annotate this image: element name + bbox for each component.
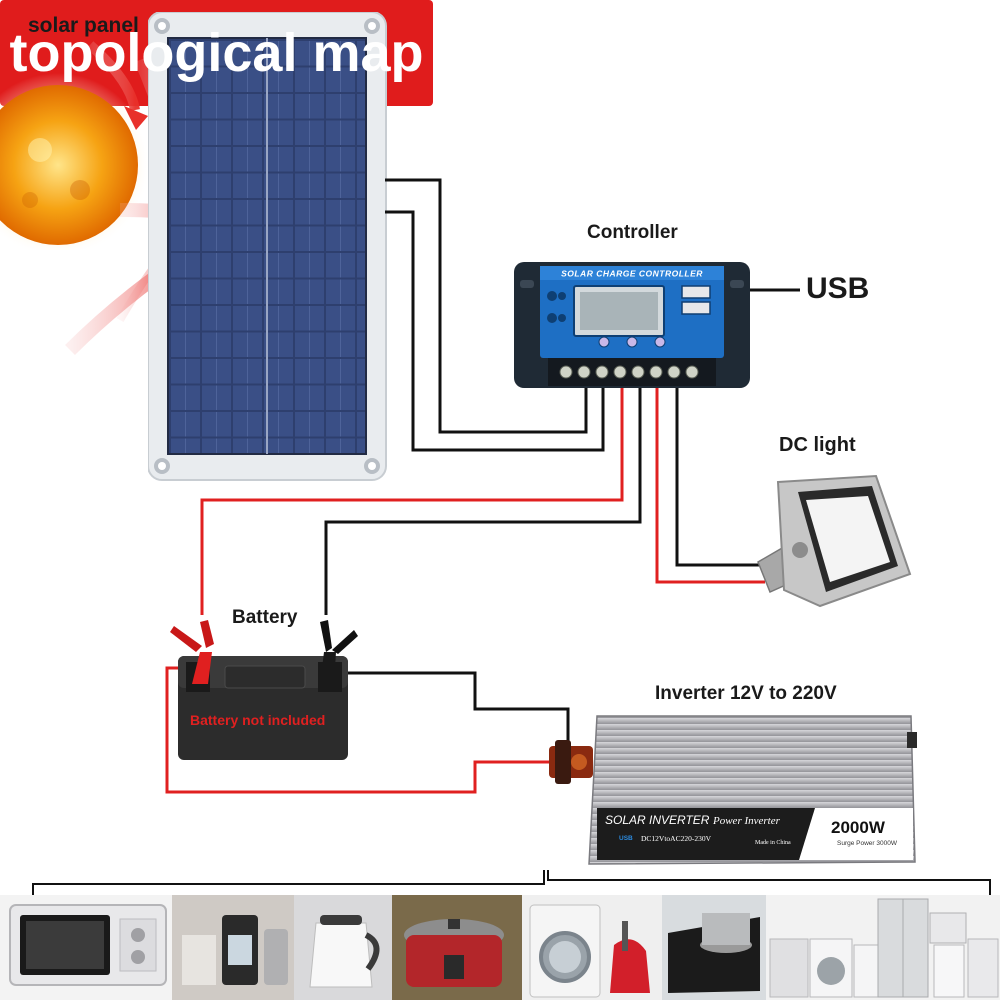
inverter-output-wire	[547, 870, 991, 895]
inverter-origin-text: Made in China	[755, 840, 791, 846]
controller-brand-text: SOLAR CHARGE CONTROLLER	[561, 269, 703, 279]
inverter-brand-text: SOLAR INVERTER	[605, 813, 710, 827]
inverter-label: Inverter 12V to 220V	[655, 683, 837, 704]
inverter-power-text: 2000W	[831, 818, 886, 837]
dc-light-label: DC light	[779, 434, 856, 456]
charge-controller: SOLAR CHARGE CONTROLLER	[514, 262, 750, 388]
dc-light	[757, 474, 912, 608]
appliance-kettle	[294, 895, 392, 1000]
usb-label: USB	[806, 272, 870, 305]
battery-note: Battery not included	[190, 712, 326, 728]
sun-icon	[0, 73, 150, 250]
panel-wire-1	[385, 178, 588, 434]
panel-wire-2	[385, 210, 605, 452]
light-negative-wire	[675, 388, 765, 567]
battery-negative-wire	[324, 388, 642, 615]
battery	[170, 620, 358, 760]
appliance-induction-cooker	[662, 895, 766, 1000]
solar-panel-label: solar panel	[28, 14, 139, 37]
inverter-model-text: Power Inverter	[712, 815, 781, 827]
inverter-usb-tag: USB	[619, 835, 633, 842]
inverter-positive-wire	[165, 666, 550, 794]
inverter-spec-text: DC12VtoAC220-230V	[641, 834, 712, 843]
controller-label: Controller	[587, 222, 678, 243]
battery-label: Battery	[232, 607, 298, 628]
appliance-microwave-oven	[0, 895, 172, 1000]
inverter-surge-text: Surge Power 3000W	[837, 840, 898, 847]
power-inverter: SOLAR INVERTER Power Inverter DC12VtoAC2…	[549, 715, 917, 865]
battery-positive-wire	[200, 388, 624, 615]
appliance-rice-cooker	[392, 895, 522, 1000]
title-banner: topological map	[0, 0, 433, 106]
appliance-kitchen-appliances	[766, 895, 1000, 1000]
inverter-output-wire-2	[32, 870, 545, 900]
appliance-coffee-machine	[172, 895, 294, 1000]
appliance-washing-machine	[522, 895, 662, 1000]
light-positive-wire	[655, 388, 765, 584]
page-title: topological map	[9, 23, 424, 83]
inverter-negative-wire	[333, 671, 570, 745]
solar-panel	[148, 12, 387, 481]
